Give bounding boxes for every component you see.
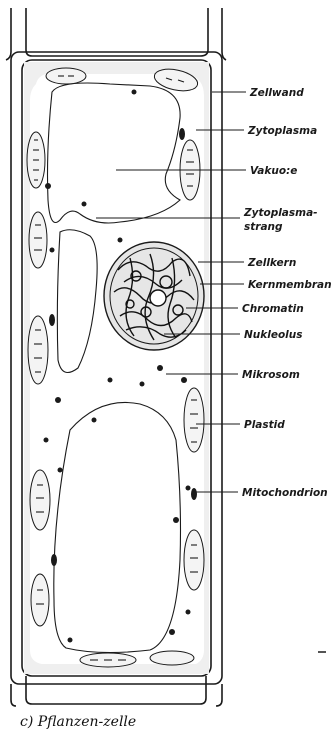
label-vakuole: Vakuo:e	[250, 165, 297, 177]
label-mitochondrion: Mitochondrion	[242, 487, 328, 499]
label-plastid: Plastid	[244, 419, 285, 431]
label-kernmembran: Kernmembran	[248, 279, 332, 291]
label-zellwand: Zellwand	[249, 87, 304, 99]
label-zytoplasma: Zytoplasma	[247, 125, 317, 137]
label-chromatin: Chromatin	[242, 303, 304, 315]
label-zellkern: Zellkern	[247, 257, 296, 269]
upper-vacuole	[48, 83, 181, 223]
left-vacuole	[57, 230, 97, 373]
label-nukleolus: Nukleolus	[244, 329, 303, 341]
label-zytoplasma-strang-2: strang	[244, 221, 283, 233]
lower-vacuole	[54, 402, 181, 652]
nucleolus	[150, 290, 166, 306]
figure-caption: c) Pflanzen-zelle	[20, 714, 136, 730]
label-zytoplasma-strang-1: Zytoplasma-	[243, 207, 318, 219]
label-mikrosom: Mikrosom	[242, 369, 300, 381]
